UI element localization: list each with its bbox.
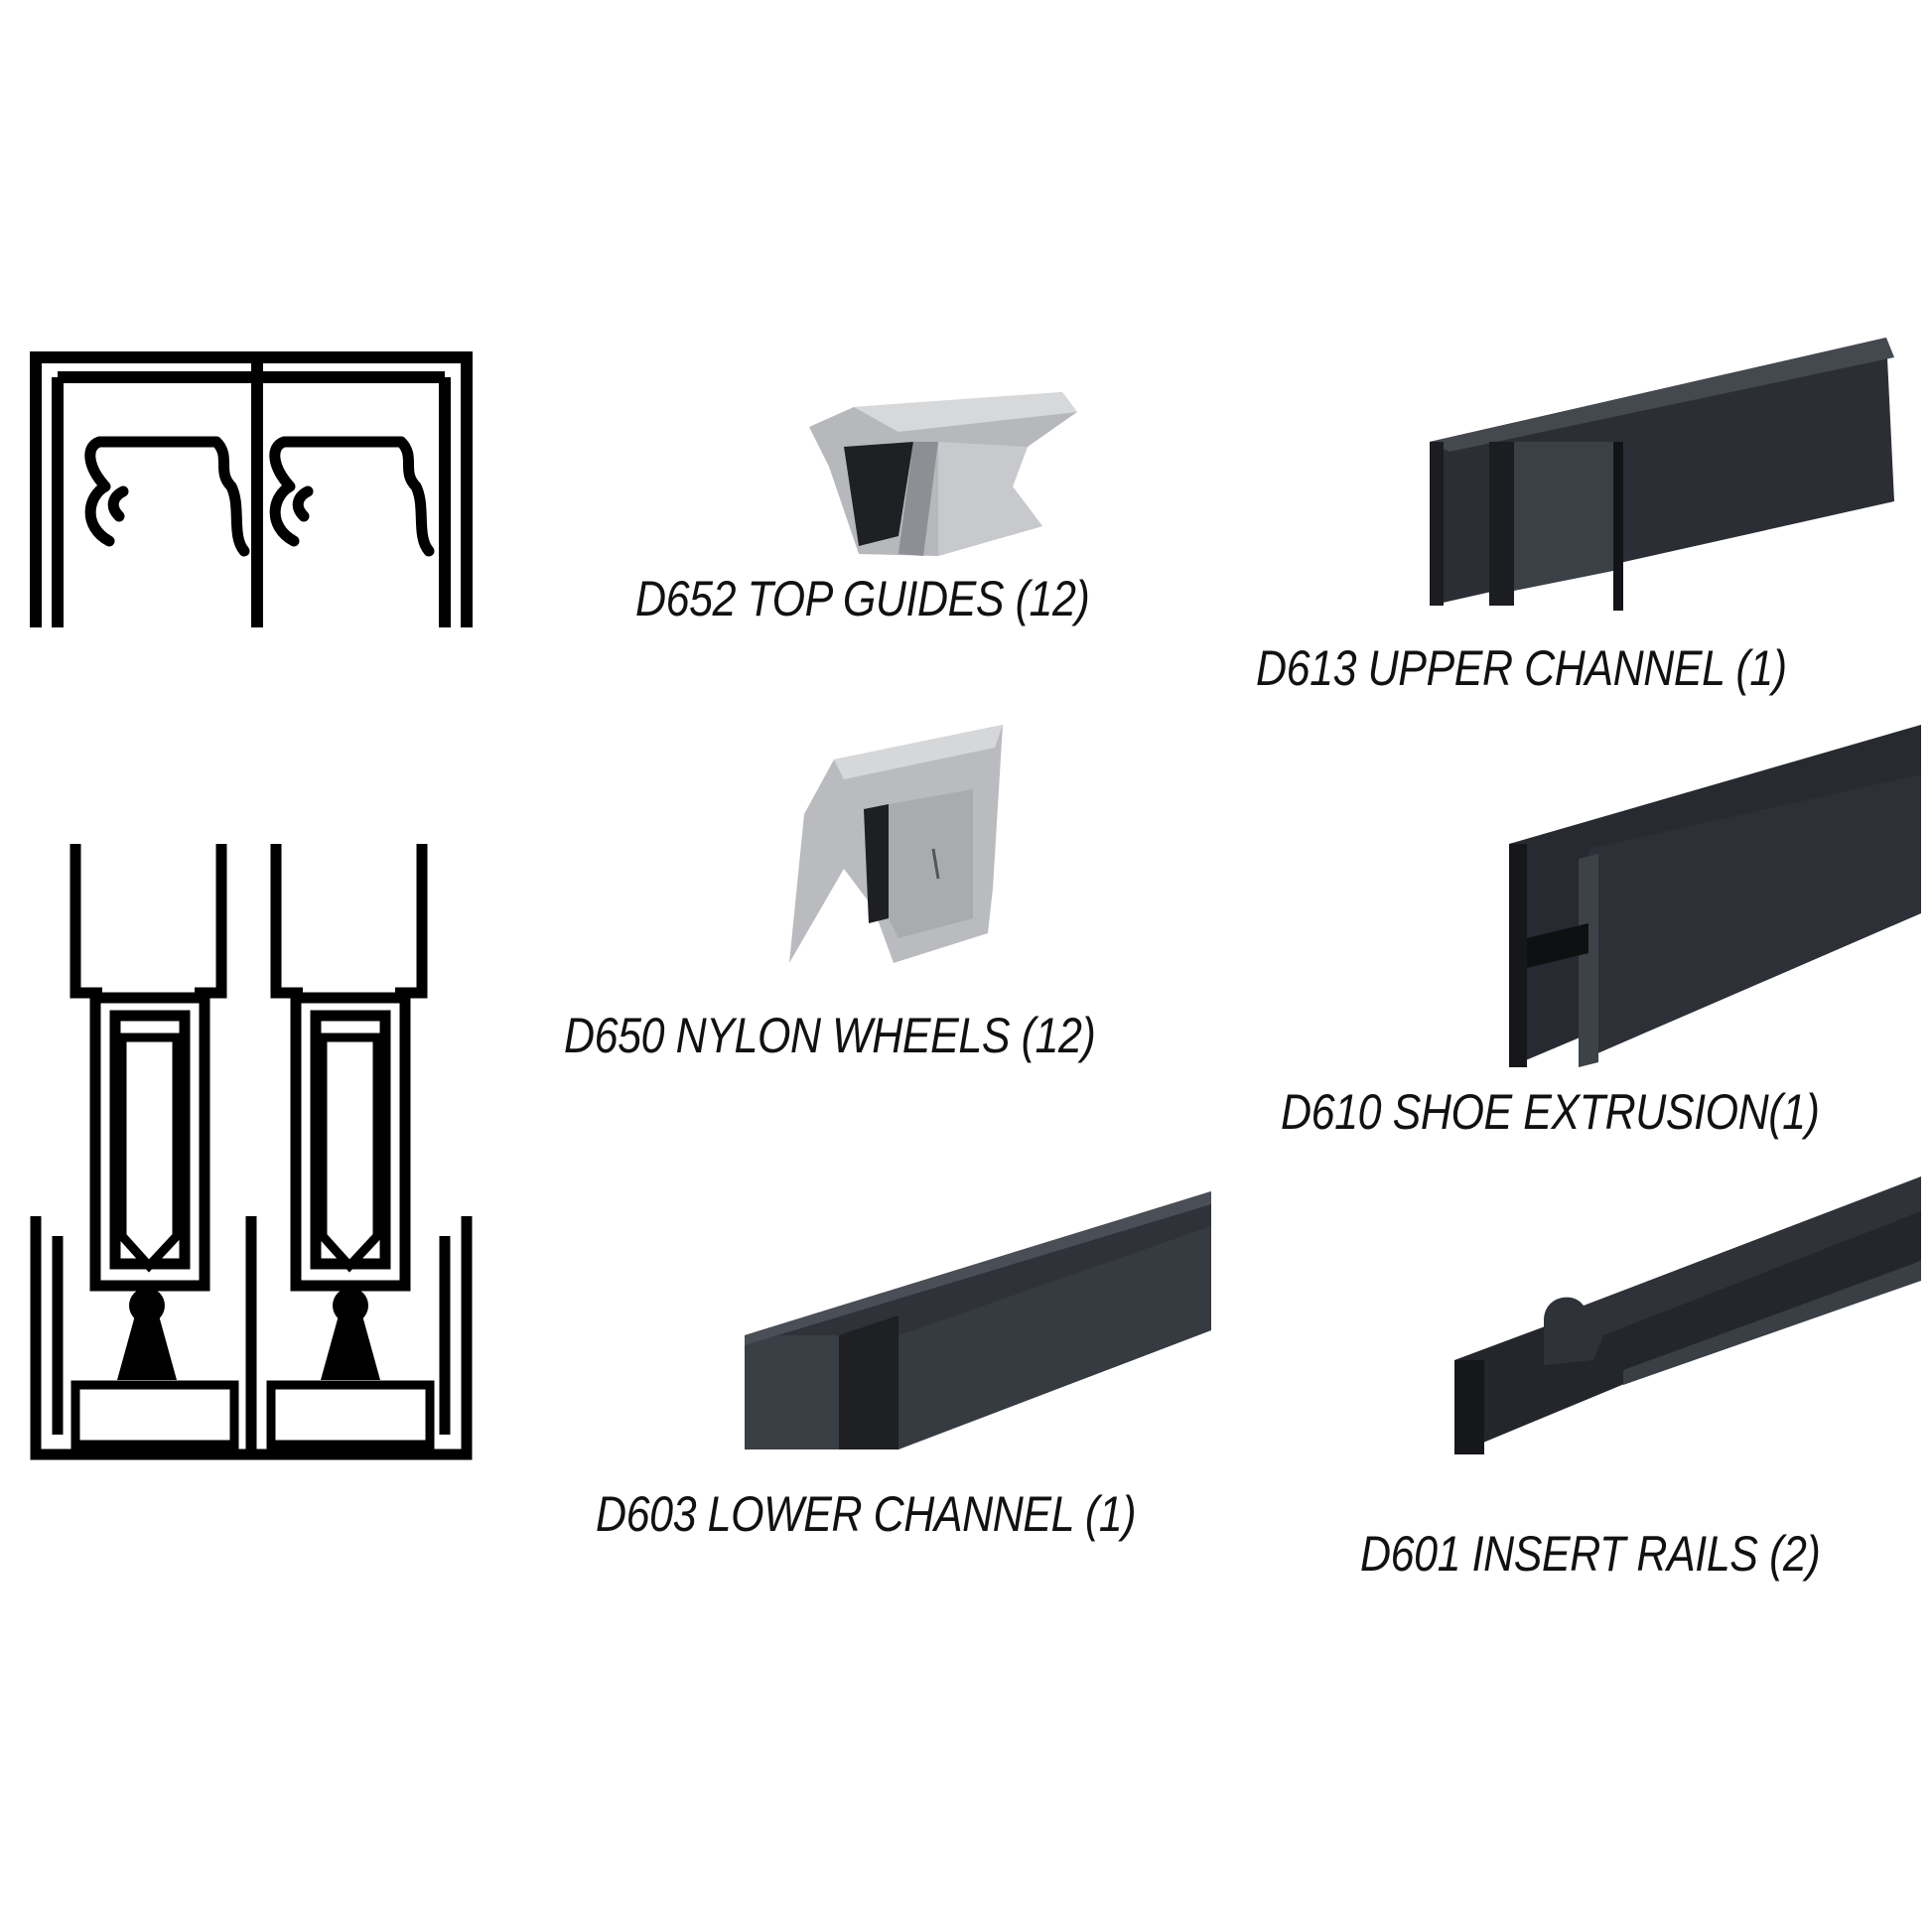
top-track-cross-section-diagram [30,351,473,627]
nylon-wheels-label: D650 NYLON WHEELS (12) [564,1008,1096,1063]
insert-rails-image [1454,1176,1921,1454]
upper-channel-label: D613 UPPER CHANNEL (1) [1256,640,1787,696]
top-guide-image [809,392,1077,556]
lower-channel-image [745,1191,1211,1449]
lower-channel-label: D603 LOWER CHANNEL (1) [596,1486,1137,1542]
bottom-track-cross-section-diagram [30,844,473,1460]
shoe-extrusion-label: D610 SHOE EXTRUSION(1) [1281,1084,1820,1140]
shoe-extrusion-image [1509,725,1921,1067]
insert-rails-label: D601 INSERT RAILS (2) [1360,1526,1821,1582]
nylon-wheel-image [789,725,1003,963]
upper-channel-image [1430,338,1894,611]
top-guides-label: D652 TOP GUIDES (12) [635,571,1090,626]
